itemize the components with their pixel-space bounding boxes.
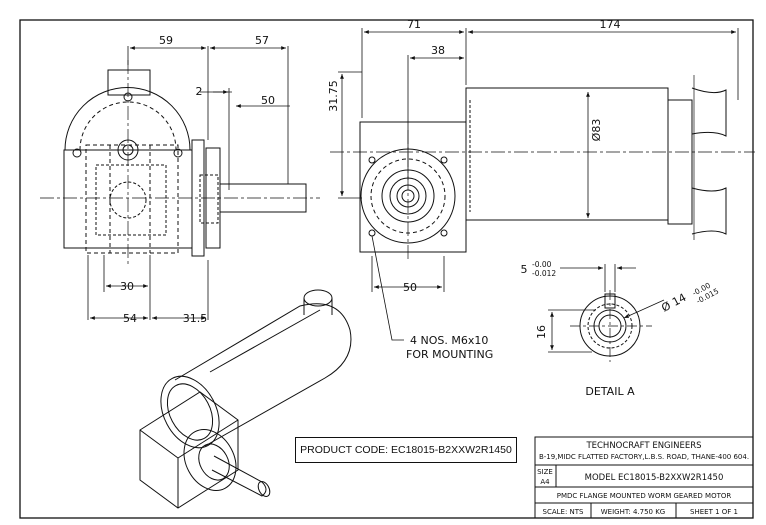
dim-38: 38 xyxy=(431,44,445,57)
dim-50-side: 50 xyxy=(403,281,417,294)
detail-dimensions xyxy=(548,264,665,353)
product-code-box: PRODUCT CODE: EC18015-B2XXW2R1450 xyxy=(295,437,517,463)
dim-50-front: 50 xyxy=(261,94,275,107)
dim-5: 5 xyxy=(521,263,528,276)
dim-59: 59 xyxy=(159,34,173,47)
front-dimensions xyxy=(87,46,290,320)
dim-57: 57 xyxy=(255,34,269,47)
model-number: MODEL EC18015-B2XXW2R1450 xyxy=(585,473,724,483)
dim-174: 174 xyxy=(600,18,621,31)
isometric-view xyxy=(139,289,352,509)
scale: SCALE: NTS xyxy=(543,508,585,516)
mounting-note-line1: 4 NOS. M6x10 xyxy=(410,334,488,347)
company-address: B-19,MIDC FLATTED FACTORY,L.B.S. ROAD, T… xyxy=(539,453,749,461)
detail-a-view xyxy=(570,290,652,362)
dim-31-5: 31.5 xyxy=(183,312,208,325)
drawing-description: PMDC FLANGE MOUNTED WORM GEARED MOTOR xyxy=(557,492,732,500)
dim-dia-14: Ø 14 xyxy=(659,291,688,315)
size-value: A4 xyxy=(540,478,550,486)
front-view xyxy=(40,60,320,265)
dim-dia-83: Ø83 xyxy=(590,119,603,142)
side-view xyxy=(330,75,755,262)
title-block xyxy=(534,436,754,519)
weight: WEIGHT: 4.750 KG xyxy=(601,508,665,516)
detail-a-label: DETAIL A xyxy=(585,385,635,398)
side-dimensions xyxy=(338,28,739,341)
sheet-border xyxy=(19,19,754,519)
dim-54: 54 xyxy=(123,312,137,325)
dim-5-upper-tol: -0.00 xyxy=(532,260,552,269)
product-code: PRODUCT CODE: EC18015-B2XXW2R1450 xyxy=(300,444,512,456)
sheet-number: SHEET 1 OF 1 xyxy=(690,508,738,516)
dim-5-lower-tol: -0.012 xyxy=(532,269,556,278)
dim-30: 30 xyxy=(120,280,134,293)
size-label: SIZE xyxy=(537,468,553,476)
dim-31-75: 31.75 xyxy=(327,80,340,112)
dim-71: 71 xyxy=(407,18,421,31)
dim-2: 2 xyxy=(196,85,203,98)
mounting-note-line2: FOR MOUNTING xyxy=(406,348,493,361)
company-name: TECHNOCRAFT ENGINEERS xyxy=(585,441,701,451)
dim-16: 16 xyxy=(535,325,548,339)
